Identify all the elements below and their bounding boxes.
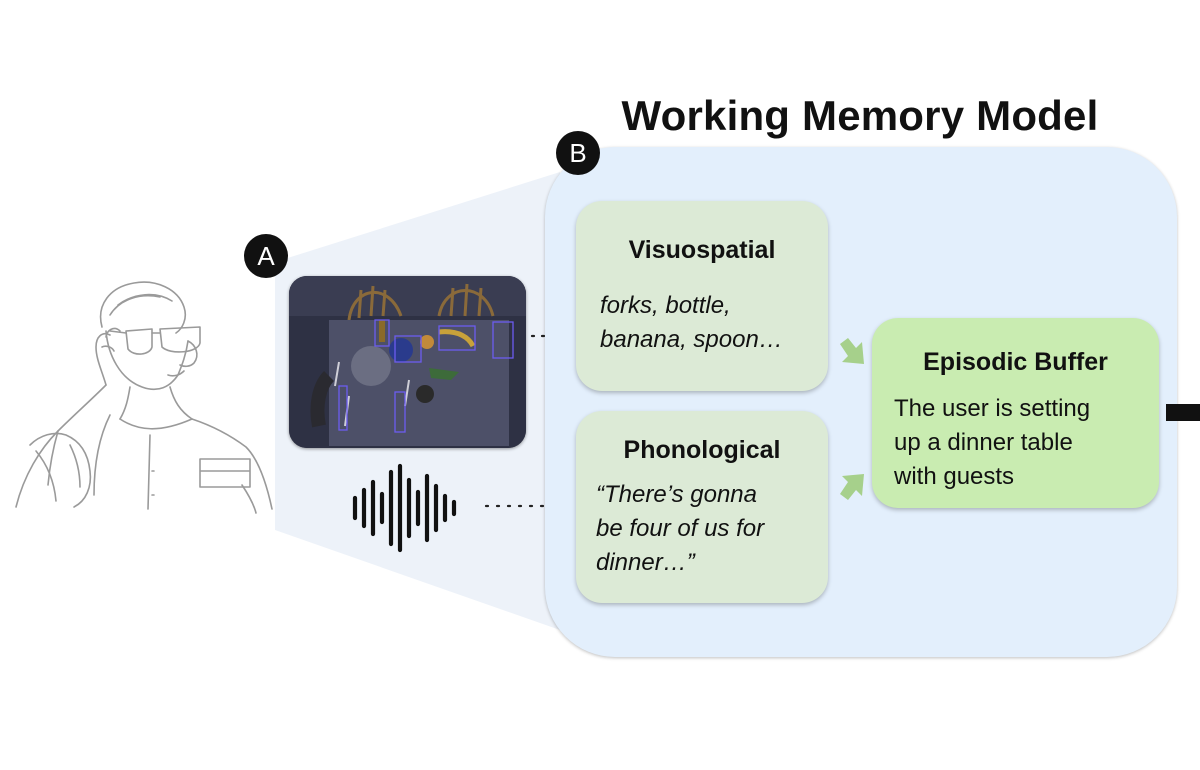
episodic-buffer-card: Episodic Buffer The user is setting up a…: [872, 318, 1159, 508]
phonological-title: Phonological: [623, 436, 781, 464]
episodic-buffer-title: Episodic Buffer: [923, 348, 1108, 376]
output-arrow-icon: [1166, 404, 1200, 421]
badge-a: A: [244, 234, 288, 278]
diagram-title: Working Memory Model: [621, 92, 1099, 139]
phonological-body: “There’s gonna be four of us for dinner……: [596, 478, 764, 580]
episodic-line-2: up a dinner table: [894, 429, 1073, 456]
episodic-line-3: with guests: [894, 463, 1015, 490]
dinner-table-photo: [289, 276, 526, 448]
visuospatial-line-2: banana, spoon…: [600, 326, 783, 353]
visuospatial-body: forks, bottle, banana, spoon…: [600, 289, 783, 357]
visuospatial-title: Visuospatial: [628, 236, 776, 264]
arrow-visuospatial-to-buffer-icon: [840, 338, 864, 364]
person-with-glasses-icon: [15, 281, 273, 514]
arrow-phonological-to-buffer-icon: [840, 474, 864, 500]
badge-b: B: [556, 131, 600, 175]
phonological-line-3: dinner…”: [596, 549, 695, 576]
phonological-line-2: be four of us for: [596, 515, 765, 542]
episodic-line-1: The user is setting: [894, 395, 1091, 422]
episodic-buffer-body: The user is setting up a dinner table wi…: [894, 392, 1090, 494]
phonological-line-1: “There’s gonna: [596, 481, 757, 508]
dotted-connector-audio: [484, 504, 576, 508]
visuospatial-line-1: forks, bottle,: [600, 292, 731, 319]
sound-wave-icon: [352, 463, 457, 553]
visuospatial-card: Visuospatial forks, bottle, banana, spoo…: [576, 201, 828, 391]
photo-content: [289, 276, 526, 448]
phonological-card: Phonological “There’s gonna be four of u…: [576, 411, 828, 603]
